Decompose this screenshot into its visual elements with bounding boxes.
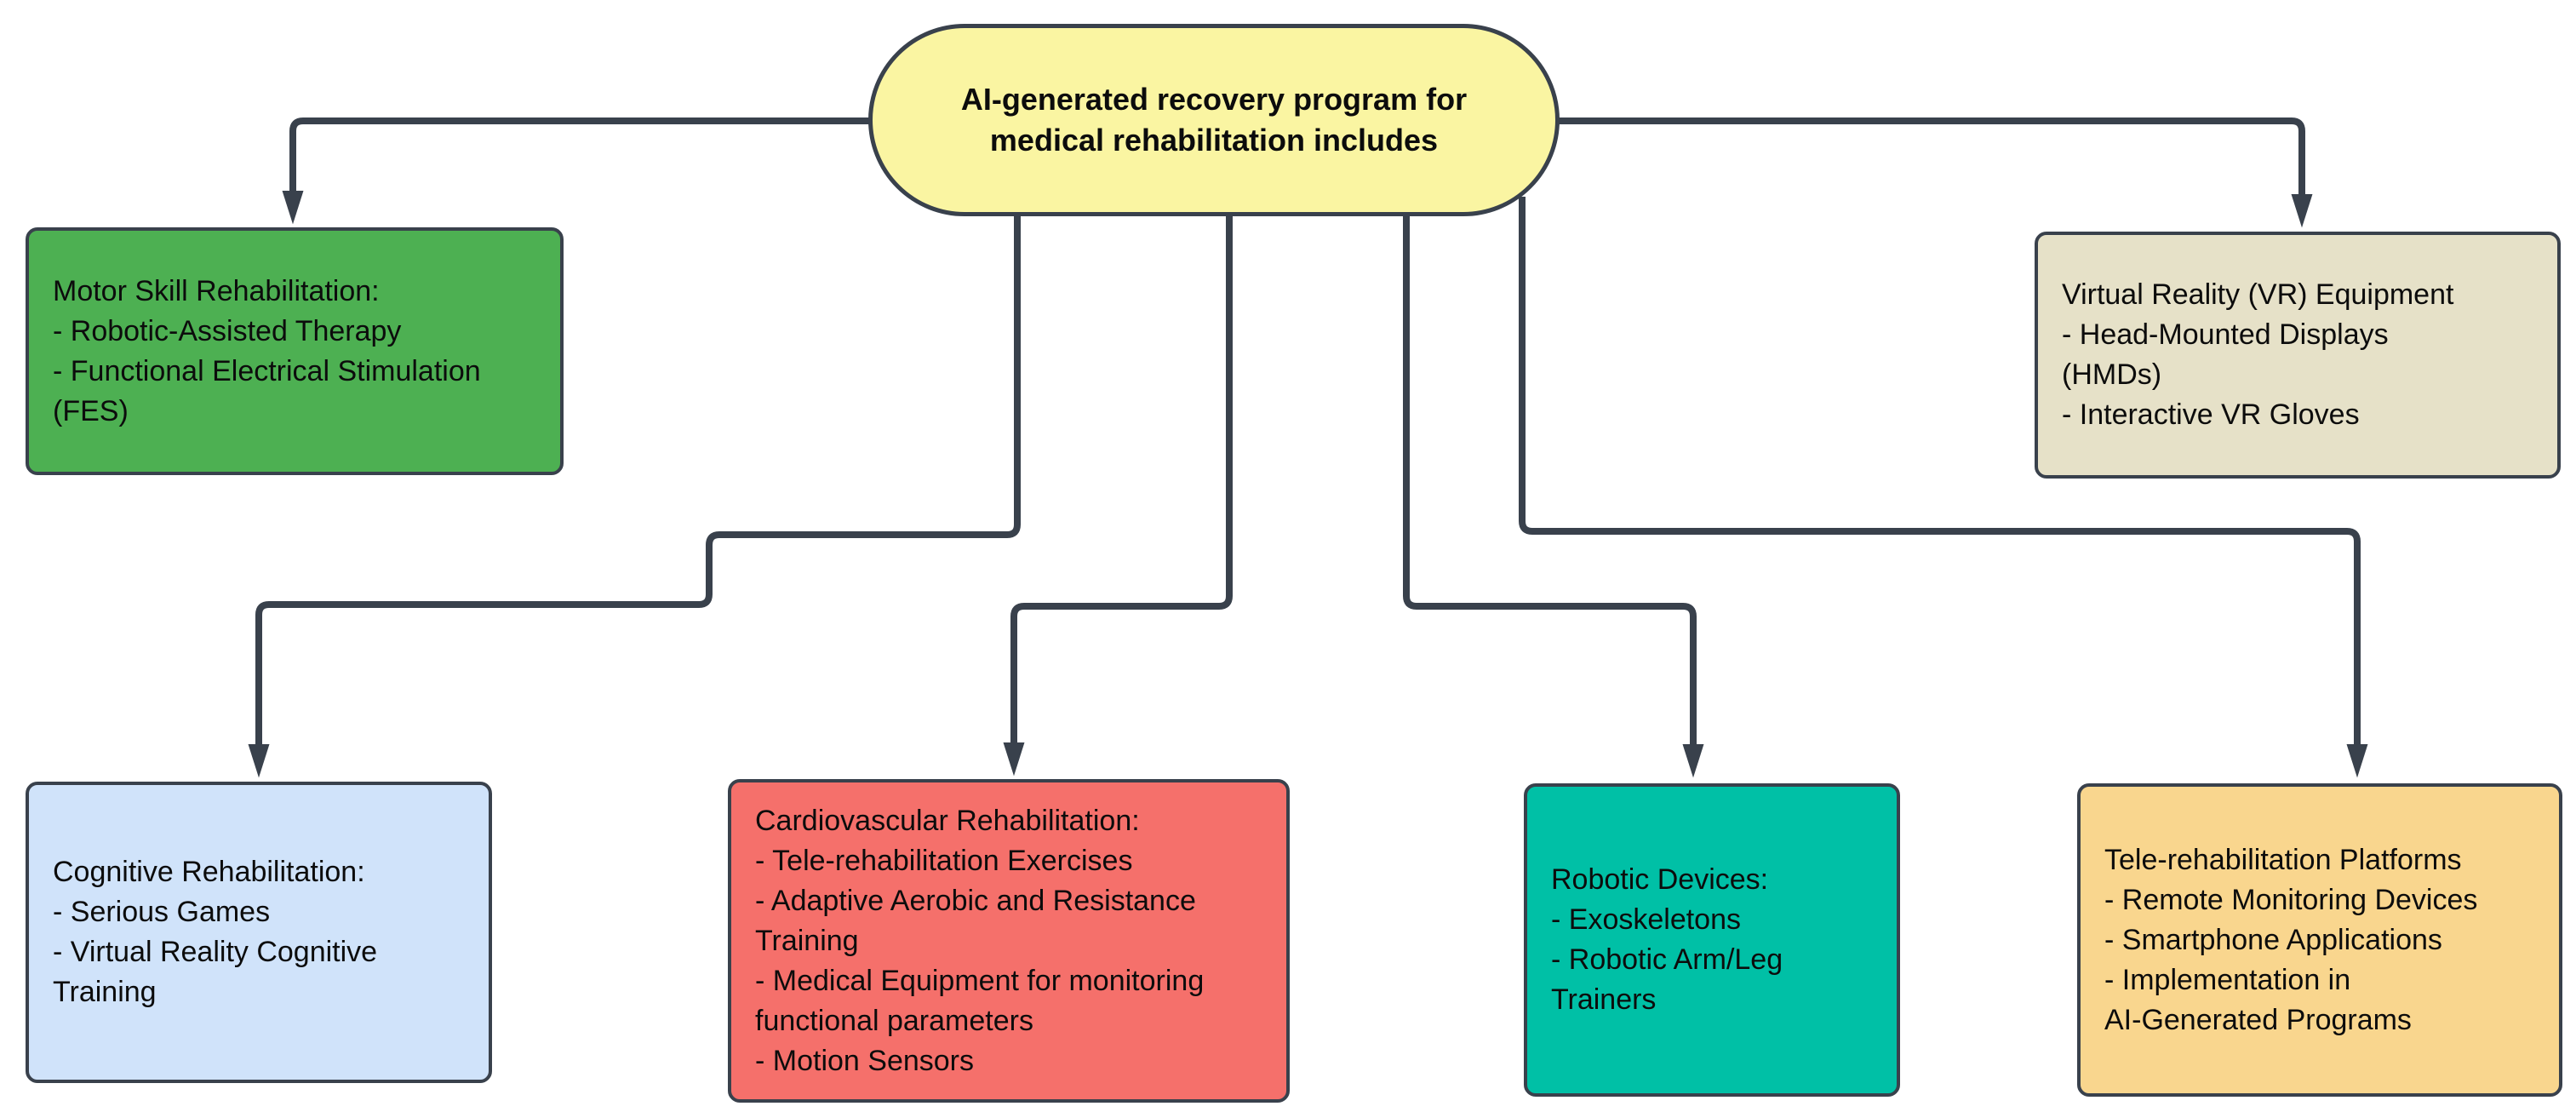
root-node-label: AI-generated recovery program for medica… <box>960 82 1468 158</box>
connector-root-to-cardiovascular <box>1003 211 1233 777</box>
node-tele-rehabilitation-label: Tele-rehabilitation Platforms - Remote M… <box>2104 843 2478 1036</box>
connector-root-to-cognitive <box>248 201 1021 778</box>
connector-root-to-tele-rehabilitation <box>1519 197 2368 778</box>
connector-root-to-robotic-devices <box>1403 211 1704 778</box>
node-robotic-devices: Robotic Devices: - Exoskeletons - Roboti… <box>1524 783 1900 1097</box>
node-motor-skill-label: Motor Skill Rehabilitation: - Robotic-As… <box>53 274 481 427</box>
node-cognitive-rehabilitation: Cognitive Rehabilitation: - Serious Game… <box>26 782 492 1083</box>
node-vr-equipment-label: Virtual Reality (VR) Equipment - Head-Mo… <box>2062 278 2454 431</box>
connector-root-to-vr-equipment <box>1553 118 2313 228</box>
node-cardiovascular-label: Cardiovascular Rehabilitation: - Tele-re… <box>755 804 1205 1077</box>
node-cardiovascular-rehabilitation: Cardiovascular Rehabilitation: - Tele-re… <box>728 779 1290 1103</box>
connector-root-to-motor-skill <box>282 118 875 225</box>
node-tele-rehabilitation-platforms: Tele-rehabilitation Platforms - Remote M… <box>2077 783 2562 1097</box>
root-node-ai-program: AI-generated recovery program for medica… <box>868 24 1560 216</box>
node-robotic-devices-label: Robotic Devices: - Exoskeletons - Roboti… <box>1551 863 1783 1016</box>
node-cognitive-label: Cognitive Rehabilitation: - Serious Game… <box>53 856 378 1008</box>
node-motor-skill-rehabilitation: Motor Skill Rehabilitation: - Robotic-As… <box>26 227 564 475</box>
node-vr-equipment: Virtual Reality (VR) Equipment - Head-Mo… <box>2035 232 2561 479</box>
